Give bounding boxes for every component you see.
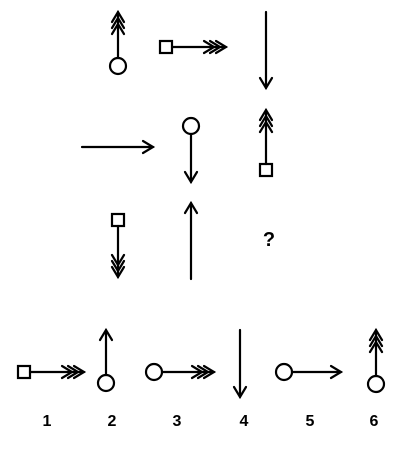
grid-figure-r3c2 (183, 200, 199, 281)
circle-tail (108, 56, 128, 76)
arrow-head-icon (202, 364, 217, 380)
arrow-head-icon (190, 364, 205, 380)
arrow-head-icon (368, 339, 384, 354)
option-figure-5[interactable] (274, 362, 344, 382)
arrow-head-icon (329, 364, 344, 380)
arrow-head-icon (66, 364, 81, 380)
arrow-head-icon (141, 139, 156, 155)
arrow-head-icon (72, 364, 87, 380)
circle-tail (274, 362, 294, 382)
arrow-head-icon (110, 253, 126, 268)
arrow-head-icon (110, 259, 126, 274)
option-label-4[interactable]: 4 (239, 413, 249, 430)
arrow-head-icon (98, 327, 114, 342)
square-tail (158, 39, 174, 55)
option-figure-3[interactable] (144, 362, 217, 382)
grid-figure-r1c2 (158, 39, 229, 55)
option-figure-2[interactable] (96, 327, 116, 393)
square-tail (110, 212, 126, 228)
circle-tail (144, 362, 164, 382)
arrow-head-icon (232, 385, 248, 400)
square-tail (258, 162, 274, 178)
arrow-head-icon (368, 327, 384, 342)
option-label-5[interactable]: 5 (305, 413, 315, 430)
option-figure-4[interactable] (232, 328, 248, 400)
grid-figure-r2c2 (181, 116, 201, 185)
arrow-head-icon (110, 15, 126, 30)
arrow-head-icon (196, 364, 211, 380)
option-label-2[interactable]: 2 (107, 413, 117, 430)
arrow-head-icon (208, 39, 223, 55)
arrow-head-icon (368, 333, 384, 348)
square-tail (16, 364, 32, 380)
option-label-3[interactable]: 3 (172, 413, 182, 430)
arrow-head-icon (110, 9, 126, 24)
option-label-1[interactable]: 1 (42, 413, 52, 430)
circle-tail (96, 373, 116, 393)
grid-figure-r2c3 (258, 107, 274, 178)
arrow-head-icon (183, 200, 199, 215)
arrow-head-icon (110, 265, 126, 280)
grid-figure-r1c3 (258, 10, 274, 91)
arrow-head-icon (258, 119, 274, 134)
arrow-head-icon (258, 107, 274, 122)
arrow-head-icon (258, 113, 274, 128)
arrow-head-icon (202, 39, 217, 55)
grid-figure-r2c1 (80, 139, 156, 155)
option-figure-1[interactable] (16, 364, 87, 380)
circle-tail (366, 374, 386, 394)
option-label-6[interactable]: 6 (369, 413, 379, 430)
option-figure-6[interactable] (366, 327, 386, 394)
grid-figure-r3c1 (110, 212, 126, 280)
arrow-head-icon (214, 39, 229, 55)
arrow-head-icon (60, 364, 75, 380)
arrow-head-icon (110, 21, 126, 36)
grid-figure-r1c1 (108, 9, 128, 76)
question-mark: ? (262, 229, 276, 251)
arrow-head-icon (258, 76, 274, 91)
arrow-head-icon (183, 170, 199, 185)
circle-tail (181, 116, 201, 136)
